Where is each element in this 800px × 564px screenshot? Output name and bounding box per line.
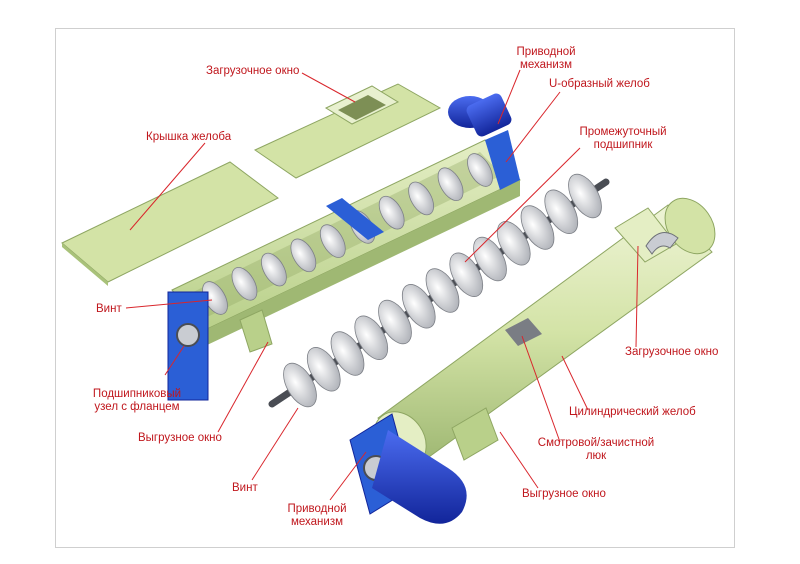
label-leader-lines — [125, 69, 639, 501]
screw-flight — [231, 267, 258, 301]
screw-flight — [544, 189, 579, 234]
screw-flight — [306, 347, 341, 392]
screw-flight — [473, 236, 507, 282]
screw-flight — [290, 238, 317, 273]
label-drive-mechanism-bottom: Приводной механизм — [287, 503, 347, 528]
screw-flight — [330, 331, 365, 376]
label-inspection-hatch: Смотровой/зачистной люк — [537, 437, 655, 462]
label-screw-bottom: Винт — [232, 482, 258, 494]
screw-flight — [467, 153, 493, 187]
label-bearing-unit: Подшипниковый узел с фланцем — [92, 388, 182, 413]
drive-flange-plate — [485, 130, 520, 190]
screw-flight — [408, 181, 435, 216]
label-u-trough: U-образный желоб — [549, 78, 650, 90]
label-discharge-window-left: Выгрузное окно — [138, 432, 222, 444]
screw-flight — [425, 268, 460, 313]
cylindrical-trough-assembly — [349, 197, 716, 524]
diagram-frame — [55, 28, 735, 548]
label-discharge-window-right: Выгрузное окно — [522, 488, 606, 500]
free-screw-assembly — [268, 173, 610, 408]
screw-flight — [568, 173, 602, 219]
intermediate-bearing-bar — [326, 198, 384, 240]
screw-flight — [283, 362, 317, 408]
screw-flight — [378, 195, 405, 230]
u-trough-assembly — [167, 93, 521, 401]
screw-flight — [319, 224, 346, 258]
label-trough-cover: Крышка желоба — [146, 131, 232, 143]
label-screw-left: Винт — [96, 303, 122, 315]
screw-flight — [437, 167, 464, 201]
trough-cover-plate — [61, 161, 279, 286]
trough-discharge-spout — [239, 309, 273, 353]
screw-flight — [260, 252, 287, 287]
cylinder-discharge-spout — [451, 407, 499, 461]
label-loading-window-top: Загрузочное окно — [206, 65, 300, 77]
screw-flight — [378, 299, 412, 345]
screw-flight — [449, 252, 484, 297]
upper-cover-plate — [253, 83, 442, 179]
flange-bearing-hub — [176, 323, 200, 347]
cylinder-loading-window — [614, 207, 677, 263]
bottom-drive-motor — [349, 413, 467, 524]
screw-flight — [401, 284, 436, 329]
screw-flights — [283, 173, 602, 408]
screw-flight — [354, 315, 389, 360]
inspection-hatch — [505, 318, 542, 346]
label-drive-mechanism-top: Приводной механизм — [516, 46, 576, 71]
screw-flight — [520, 205, 555, 250]
screw-flight — [496, 221, 531, 266]
label-loading-window-right: Загрузочное окно — [625, 346, 719, 358]
label-cylindrical-trough: Цилиндрический желоб — [569, 406, 696, 418]
label-intermediate-bearing: Промежуточный подшипник — [579, 126, 667, 151]
